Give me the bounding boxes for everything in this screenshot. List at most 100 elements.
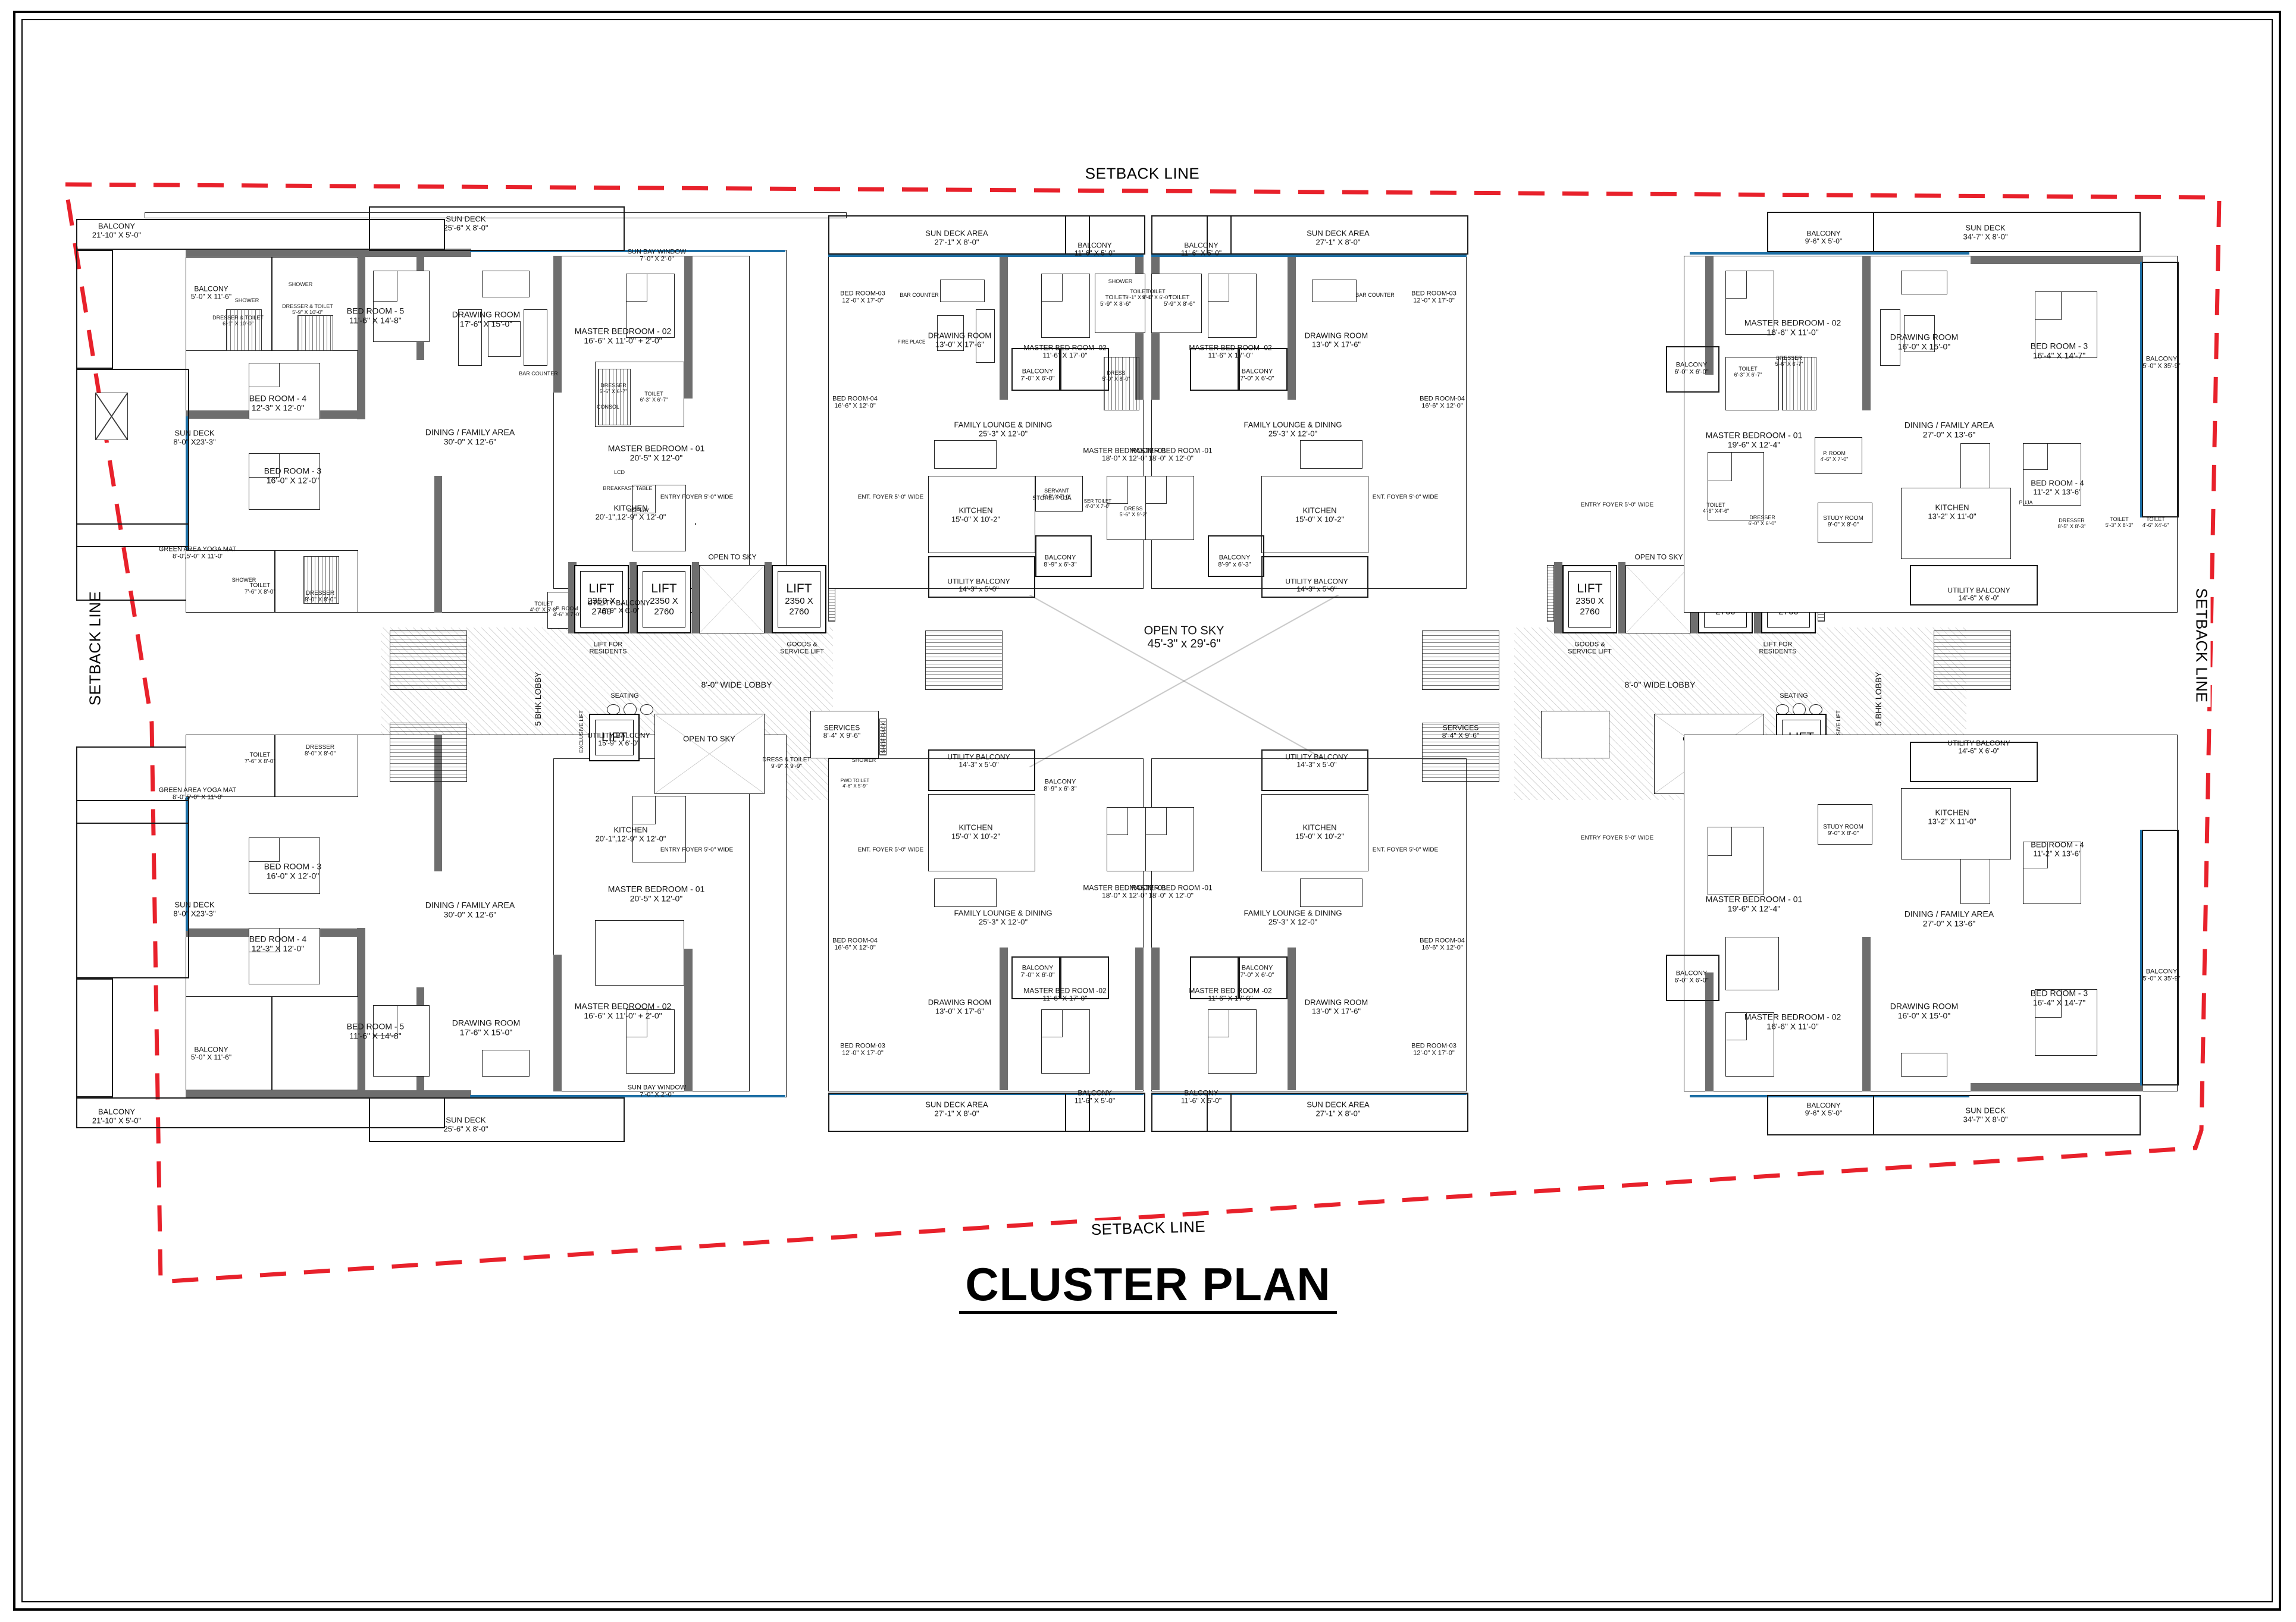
wall-crb-2 xyxy=(1151,948,1160,1090)
room-label-name: DRAWING ROOM xyxy=(452,309,521,319)
room-label-size: 16'-0" X 12'-0" xyxy=(266,475,320,485)
room-label-size: 8'-0',5'-0" X 11'-0' xyxy=(173,794,223,801)
bed-rb-4 xyxy=(2023,842,2081,904)
room-label-name: FAMILY LOUNGE & DINING xyxy=(1243,908,1342,918)
room-label-size: 7'-0" X 2'-0" xyxy=(640,1091,674,1099)
room-label-name: BED ROOM - 4 xyxy=(249,934,307,944)
wall-left-bot-2 xyxy=(357,992,365,1099)
lift-left-2-inner: LIFT 2350 X 2760 xyxy=(643,571,685,628)
sheet-border-inner xyxy=(21,19,2273,1602)
kitchen-cr xyxy=(1261,476,1368,553)
room-label: BAR COUNTER xyxy=(900,292,939,298)
seat-left-3 xyxy=(640,704,653,715)
balcony-left-top xyxy=(76,219,445,250)
room-label-size: 12'-0" X 17'-0" xyxy=(1413,1050,1455,1057)
lift-right-1-inner: LIFT 2350 X 2760 xyxy=(1568,571,1611,628)
room-label-name: MASTER BEDROOM - 01 xyxy=(607,884,705,894)
window-crb-bot xyxy=(1151,1093,1467,1095)
room-label-name: SUN DECK xyxy=(1965,1106,2006,1115)
balcony-crb-pair-1 xyxy=(1190,956,1239,999)
room-label-name: BALCONY xyxy=(1044,554,1076,561)
bed-master-lb-1 xyxy=(632,796,686,862)
room-label-size: 12'-0" X 17'-0" xyxy=(842,1050,884,1057)
room-label-size: 16'-6" X 12'-0" xyxy=(834,945,876,952)
room-label-size: 9'-9" X 9'-9" xyxy=(770,763,803,770)
room-label: ENT. FOYER 5'-0" WIDE xyxy=(1373,846,1438,853)
room-label-name: SERVICES xyxy=(1442,723,1479,732)
bed-rb-3 xyxy=(2035,989,2097,1056)
room-label-name: TOILET xyxy=(644,390,663,397)
room-label-size: 30'-0" X 12'-6" xyxy=(443,437,497,446)
room-label-size: 5'-0" X 35'-9" xyxy=(2142,363,2181,370)
room-label: SHOWER xyxy=(289,281,313,287)
room-label: FIRE PLACE xyxy=(898,340,926,346)
room-label: ENTRY FOYER 5'-0" WIDE xyxy=(660,846,733,853)
window-rt-top xyxy=(1690,252,1969,255)
sundeck-left-side-bot xyxy=(76,800,189,978)
room-label-name: MASTER BED ROOM -01 xyxy=(1083,446,1166,455)
room-label-size: 15'-0" X 10'-2" xyxy=(1295,832,1345,840)
room-label-size: 6'-3" X 6'-7" xyxy=(640,397,668,403)
room-label-name: BED ROOM - 3 xyxy=(264,466,322,476)
sofa-rb-1 xyxy=(1901,1053,1947,1077)
p-room-rt xyxy=(1815,437,1862,474)
room-label-size: 5'-6" X 9'-2" xyxy=(1119,512,1148,517)
room-label: ENT. FOYER 5'-0" WIDE xyxy=(858,494,923,500)
room-label-name: BED ROOM - 4 xyxy=(2031,478,2084,488)
room-label-name: TOILET xyxy=(1739,365,1758,372)
room-label-name: KITCHEN xyxy=(1935,808,1969,817)
balcony-cr-pair-2 xyxy=(1239,348,1288,391)
room-label-size: 14'-6" X 6'-0" xyxy=(1958,594,2000,603)
room-label-size: 11'-6" X 5'-0" xyxy=(1180,1097,1222,1105)
room-label-size: 11'-6" X 17'-0" xyxy=(1208,994,1253,1003)
room-label-size: 21'-10" X 5'-0" xyxy=(92,1116,142,1125)
kitchen-rb xyxy=(1901,788,2011,859)
room-label-size: 9'-6" X 5'-0" xyxy=(1805,1109,1843,1118)
room-label-name: BALCONY xyxy=(2145,355,2178,363)
room-label-name: BED ROOM-03 xyxy=(840,1042,885,1050)
room-label-name: UTILITY BALCONY xyxy=(587,598,650,607)
room-label-size: 11'-6" X 5'-0" xyxy=(1180,249,1222,258)
room-label-name: MASTER BED ROOM -01 xyxy=(1129,446,1213,455)
room-label-name: ENT. FOYER 5'-0" WIDE xyxy=(857,494,924,501)
room-label-size: 27'-0" X 13'-6" xyxy=(1922,918,1976,928)
room-label-size: 19'-6" X 12'-4" xyxy=(1727,440,1781,449)
room-label-size: 16'-0" X 12'-0" xyxy=(266,871,320,880)
room-label-name: BALCONY xyxy=(194,284,228,293)
room-label-size: 12'-0" X 17'-0" xyxy=(1413,297,1455,305)
room-label-name: CONSOL xyxy=(596,403,620,410)
room-label-name: DINING / FAMILY AREA xyxy=(1904,420,1994,430)
wall-rt-1 xyxy=(1705,256,1714,375)
seating-left: SEATING xyxy=(610,692,639,699)
utility-balcony-cr xyxy=(1261,556,1368,598)
bed-lb-4 xyxy=(249,928,320,984)
room-label-size: 11'-2" X 13'-6" xyxy=(2033,849,2082,858)
room-label: BAR COUNTER xyxy=(1355,292,1395,298)
bed-lt-5 xyxy=(373,271,430,342)
staircase-far-right xyxy=(1934,630,2011,690)
goods-service-lift-right: GOODS &SERVICE LIFT xyxy=(1568,641,1612,655)
room-label-name: SERVICES xyxy=(823,723,860,732)
balcony-rt-side xyxy=(2142,262,2179,517)
bed-lt-3 xyxy=(249,453,320,510)
bed-crb-m1 xyxy=(1145,807,1194,871)
room-label: STORE/ PUJA xyxy=(1032,495,1071,501)
